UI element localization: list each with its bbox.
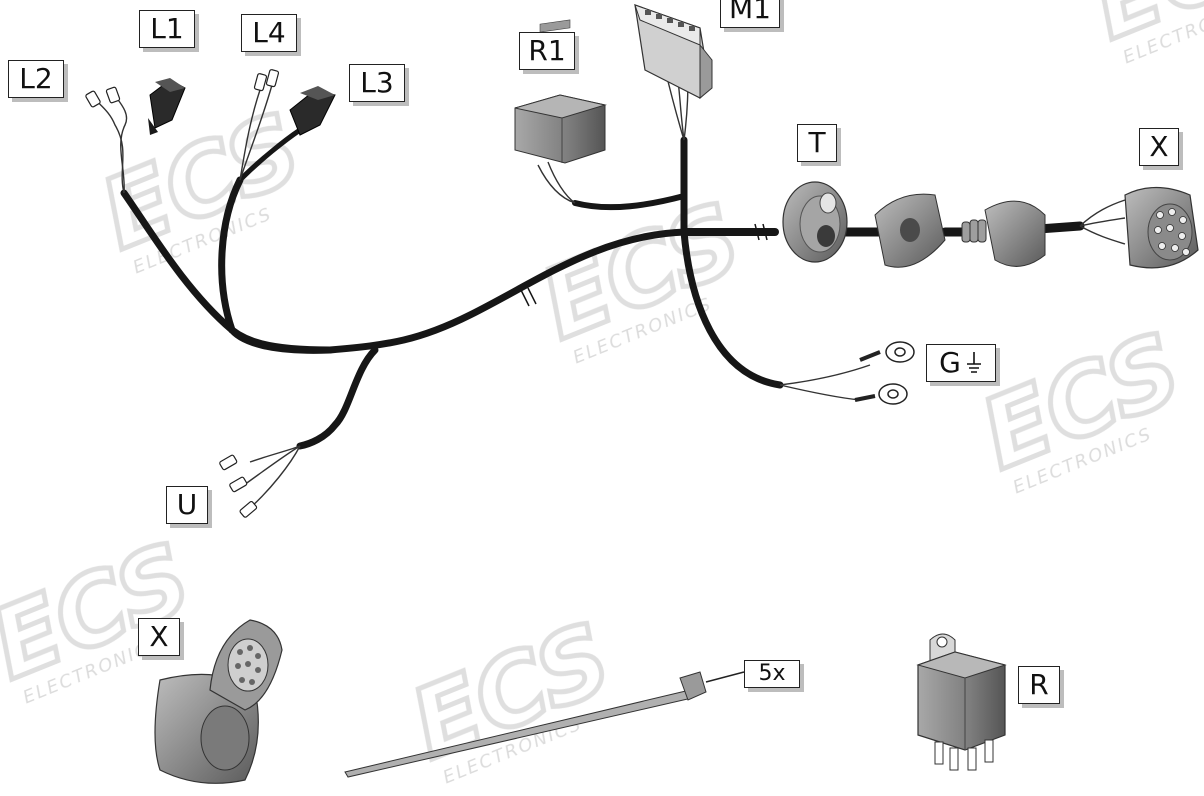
- label-x-bottom: X: [138, 618, 180, 656]
- label-g: G: [926, 344, 996, 382]
- r1-module: [514, 19, 607, 164]
- l3-connector: [289, 86, 336, 136]
- label-u: U: [166, 486, 208, 524]
- ground-eyelets: [854, 341, 915, 405]
- l4-terminals: [253, 69, 280, 92]
- x-connector-top: [1124, 186, 1199, 269]
- label-l1: L1: [139, 10, 195, 48]
- l2-terminals: [85, 86, 121, 108]
- x-socket-bottom: [154, 619, 283, 784]
- ground-symbol-icon: [966, 352, 981, 373]
- bellows: [961, 219, 987, 243]
- label-l4: L4: [241, 14, 297, 52]
- label-r1: R1: [519, 32, 575, 70]
- socket-cap: [984, 200, 1046, 267]
- label-t: T: [797, 124, 837, 162]
- label-g-text: G: [939, 346, 961, 379]
- qty-pointer: [705, 671, 745, 683]
- relay-r: [916, 633, 1007, 771]
- cable-tie: [344, 671, 707, 778]
- u-terminals: [219, 454, 258, 518]
- label-r: R: [1018, 666, 1060, 704]
- label-x-top: X: [1139, 128, 1179, 166]
- cable-break-marks: [520, 223, 768, 307]
- label-l2: L2: [8, 60, 64, 98]
- t-grommet: [782, 181, 848, 263]
- label-m1: M1: [720, 0, 780, 28]
- m1-connector: [634, 4, 713, 100]
- plug-cover: [874, 193, 946, 268]
- label-qty: 5x: [744, 660, 800, 688]
- label-l3: L3: [349, 64, 405, 102]
- l1-connector: [148, 78, 186, 135]
